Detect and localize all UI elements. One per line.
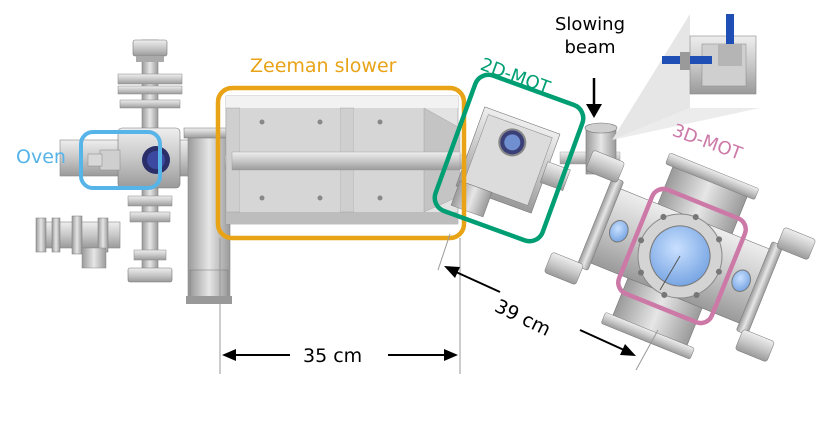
distance-35cm-label: 35 cm — [303, 345, 363, 367]
mot2d-chamber — [450, 106, 571, 218]
slowing-beam-label: Slowing beam — [555, 14, 625, 59]
slowing-beam-label-line1: Slowing — [555, 14, 625, 35]
slowing-beam-arrow — [586, 78, 602, 118]
dimension-39cm — [437, 233, 659, 371]
zeeman-slower-outline — [215, 85, 467, 241]
zeeman-slower-body — [225, 95, 461, 225]
zeeman-slower-label: Zeeman slower — [250, 55, 397, 77]
mot3d-outline — [616, 186, 748, 326]
mot2d-outline — [432, 72, 586, 244]
oven-outline — [79, 130, 162, 190]
slowing-beam-label-line2: beam — [564, 36, 616, 58]
mot3d-chamber — [544, 150, 816, 362]
slowing-beam-inset — [612, 14, 760, 140]
oven-label: Oven — [16, 146, 66, 168]
dimension-35cm — [219, 238, 461, 374]
